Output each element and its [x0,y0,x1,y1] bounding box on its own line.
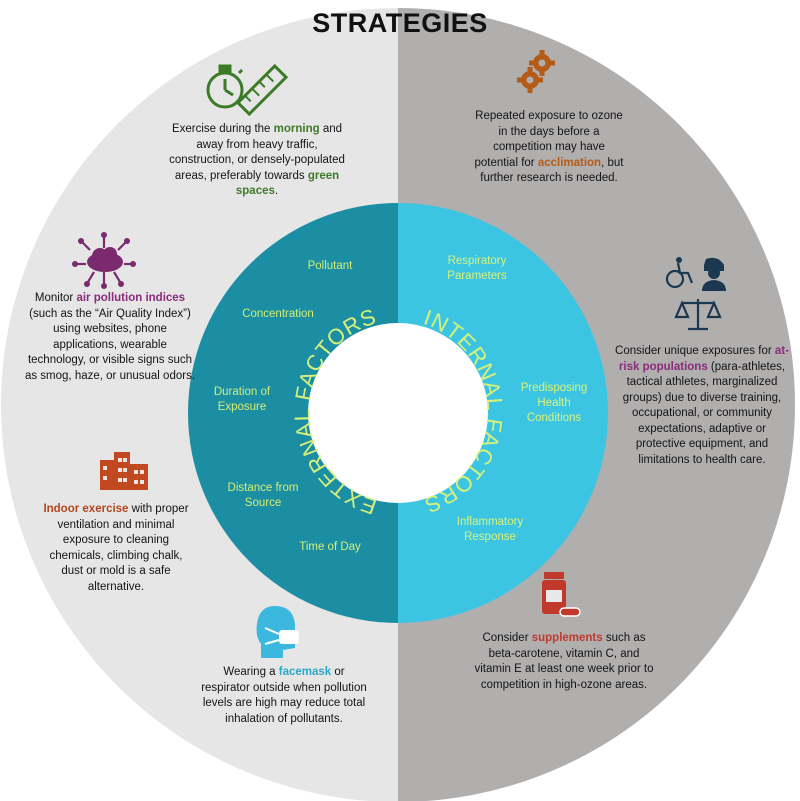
external-item-duration-of-exposure: Duration of Exposure [213,386,271,413]
strategy-indoor: Indoor exercise with proper ventilation … [43,503,189,593]
strategy-air-quality: Monitor air pollution indices (such as t… [24,292,196,382]
internal-item-inflammatory-response: Inflammatory Response [456,516,524,543]
external-factors-ring [188,203,398,623]
internal-item-respiratory-parameters: Respiratory Parameters [447,255,507,282]
internal-item-predisposing-health-conditions: Predisposing Health Conditions [520,382,588,424]
accessibility-equity-icon [665,257,726,331]
stopwatch-ruler-icon [206,63,289,117]
facemask-head-icon [256,606,299,658]
cloud-network-icon [72,232,136,289]
building-icon [100,452,148,490]
strategy-acclimation: Repeated exposure to ozone in the days b… [474,110,624,184]
center-hole [308,323,488,503]
external-item-pollutant: Pollutant [307,260,353,272]
supplement-bottle-icon [542,572,581,617]
external-item-time-of-day: Time of Day [299,541,361,553]
external-item-distance-from-source: Distance from Source [227,482,299,509]
internal-factors-ring [398,203,608,623]
strategy-morning: Exercise during the morning and away fro… [169,123,345,197]
external-item-concentration: Concentration [242,308,314,320]
page-title: STRATEGIES [312,8,488,38]
strategy-supplements: Consider supplements such as beta-carote… [474,632,654,691]
strategy-at-risk: Consider unique exposures for at-risk po… [615,345,789,466]
gears-icon [517,50,555,93]
strategy-facemask: Wearing a facemask or respirator outside… [201,666,367,725]
